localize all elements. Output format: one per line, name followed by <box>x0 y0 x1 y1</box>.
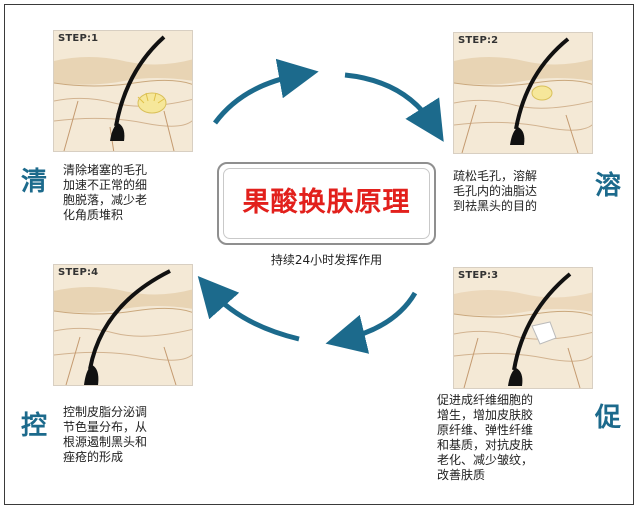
title-box: 果酸换肤原理 <box>217 162 436 245</box>
step2-illustration: STEP:2 <box>453 32 593 154</box>
arrow-step3-to-step4 <box>325 291 418 354</box>
subtitle: 持续24小时发挥作用 <box>270 253 383 267</box>
diagram-frame: STEP:1 STEP:2 STEP:3 <box>4 4 634 505</box>
step1-description: 清除堵塞的毛孔 加速不正常的细 胞脱落，减少老 化角质堆积 <box>63 163 148 222</box>
step3-description: 促进成纤维细胞的 增生，增加皮肤胶 原纤维、弹性纤维 和基质，对抗皮肤 老化、减… <box>437 393 534 482</box>
step3-illustration: STEP:3 <box>453 267 593 389</box>
page-title: 果酸换肤原理 <box>242 187 411 218</box>
step1-keyword: 清 <box>21 167 48 197</box>
skin-hair-illustration <box>54 31 192 151</box>
arrow-step1-to-step2 <box>212 58 319 125</box>
cycle-arrows <box>197 58 444 354</box>
arrow-step2-to-step3 <box>344 72 444 142</box>
step2-keyword: 溶 <box>595 171 622 201</box>
step-label: STEP:2 <box>458 35 499 46</box>
arrow-step4-to-step1 <box>197 276 300 342</box>
step4-illustration: STEP:4 <box>53 264 193 386</box>
step4-keyword: 控 <box>21 411 48 441</box>
step-label: STEP:4 <box>58 267 99 278</box>
skin-hair-illustration <box>454 33 592 153</box>
title-inner-border <box>223 168 430 239</box>
step2-description: 疏松毛孔，溶解 毛孔内的油脂达 到祛黑头的目的 <box>453 169 538 213</box>
step-label: STEP:3 <box>458 270 499 281</box>
skin-hair-illustration <box>54 265 192 385</box>
skin-hair-illustration <box>454 268 592 388</box>
step3-keyword: 促 <box>595 403 622 433</box>
step-label: STEP:1 <box>58 33 99 44</box>
step1-illustration: STEP:1 <box>53 30 193 152</box>
step4-description: 控制皮脂分泌调 节色量分布，从 根源遏制黑头和 痤疮的形成 <box>63 405 148 464</box>
